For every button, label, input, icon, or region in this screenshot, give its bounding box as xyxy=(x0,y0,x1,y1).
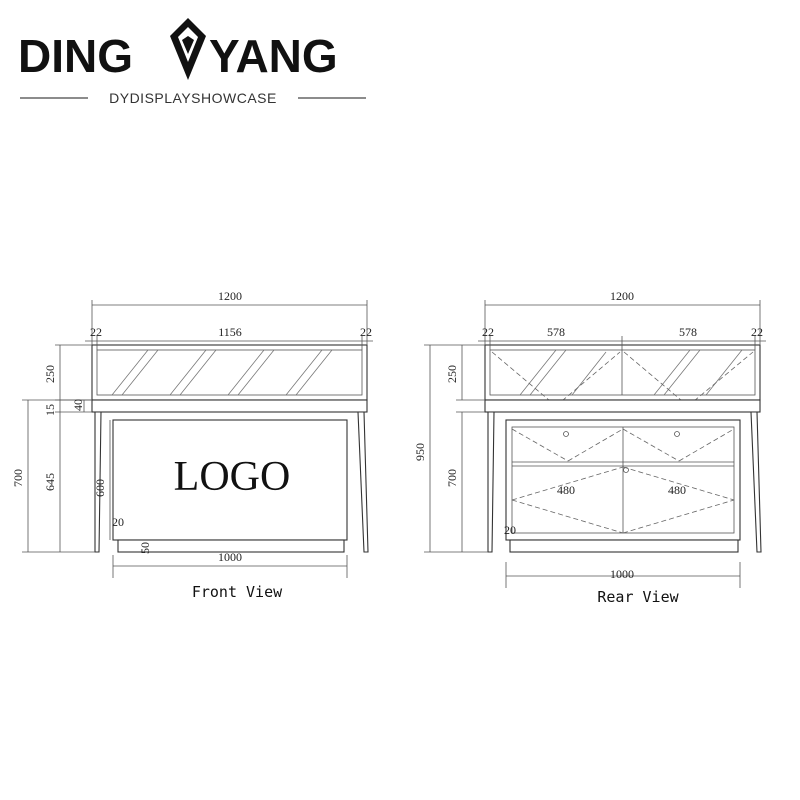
front-right-leg xyxy=(357,411,369,553)
front-view-caption: Front View xyxy=(192,583,283,601)
rear-dim-left-side: 22 xyxy=(482,325,494,339)
front-left-leg xyxy=(94,411,102,553)
brand-name-right: YANG xyxy=(209,30,338,82)
front-glass-case xyxy=(91,344,368,401)
front-dim-total-height: 700 xyxy=(11,469,25,487)
front-dim-cabinet-width: 1000 xyxy=(218,550,242,564)
rear-glass-case xyxy=(484,344,761,401)
rear-glass-reflection xyxy=(491,349,754,407)
front-dim-right-side: 22 xyxy=(360,325,372,339)
rear-left-leg xyxy=(487,411,495,553)
rear-drawer-lower-knob-icon xyxy=(623,467,629,473)
rear-drawer-left-knob-icon xyxy=(563,431,569,437)
rear-drawer-right-knob-icon xyxy=(674,431,680,437)
rear-dim-total-height: 950 xyxy=(413,443,427,461)
rear-glass-panel xyxy=(489,349,756,396)
rear-view-drawing: 1200 22 578 578 22 250 950 700 480 480 2… xyxy=(413,289,766,606)
front-glass-panel xyxy=(96,349,363,396)
front-glass-reflection xyxy=(111,349,333,396)
rear-dim-right-side: 22 xyxy=(751,325,763,339)
rear-dim-right-drawer: 480 xyxy=(668,483,686,497)
front-dim-left-side: 22 xyxy=(90,325,102,339)
front-cabinet xyxy=(112,419,348,541)
rear-dim-glass-height: 250 xyxy=(445,365,459,383)
front-dim-body-height: 645 xyxy=(43,473,57,491)
front-logo-label: LOGO xyxy=(174,454,291,500)
diamond-icon xyxy=(170,18,206,80)
rear-drawer-open-lines xyxy=(511,428,735,534)
front-dim-cabinet-height: 600 xyxy=(93,479,107,497)
front-dim-side-offset: 20 xyxy=(112,515,124,529)
rear-plinth xyxy=(509,539,739,553)
front-dim-plinth: 50 xyxy=(138,542,152,554)
brand-name-left: DING xyxy=(18,30,133,82)
front-dim-total-width: 1200 xyxy=(218,289,242,303)
rear-counter-top xyxy=(484,399,761,413)
brand-header: DING YANG DYDISPLAYSHOWCASE xyxy=(18,18,366,106)
rear-dim-left-drawer: 480 xyxy=(557,483,575,497)
rear-dim-body-height: 700 xyxy=(445,469,459,487)
front-dim-top-gap: 15 xyxy=(43,404,57,416)
front-dim-glass-height: 250 xyxy=(43,365,57,383)
front-counter-top xyxy=(91,399,368,413)
front-dim-top-thickness: 40 xyxy=(71,399,85,411)
rear-right-leg xyxy=(750,411,762,553)
brand-tagline: DYDISPLAYSHOWCASE xyxy=(109,90,277,106)
front-plinth xyxy=(117,539,345,553)
rear-view-caption: Rear View xyxy=(597,588,679,606)
rear-dim-cabinet-width: 1000 xyxy=(610,567,634,581)
rear-dim-total-width: 1200 xyxy=(610,289,634,303)
front-dim-inner-width: 1156 xyxy=(218,325,242,339)
rear-dim-side-offset: 20 xyxy=(504,523,516,537)
front-view-drawing: LOGO 1200 22 1156 22 250 15 40 700 645 6… xyxy=(11,289,373,601)
rear-dim-left-glass: 578 xyxy=(547,325,565,339)
rear-dim-right-glass: 578 xyxy=(679,325,697,339)
